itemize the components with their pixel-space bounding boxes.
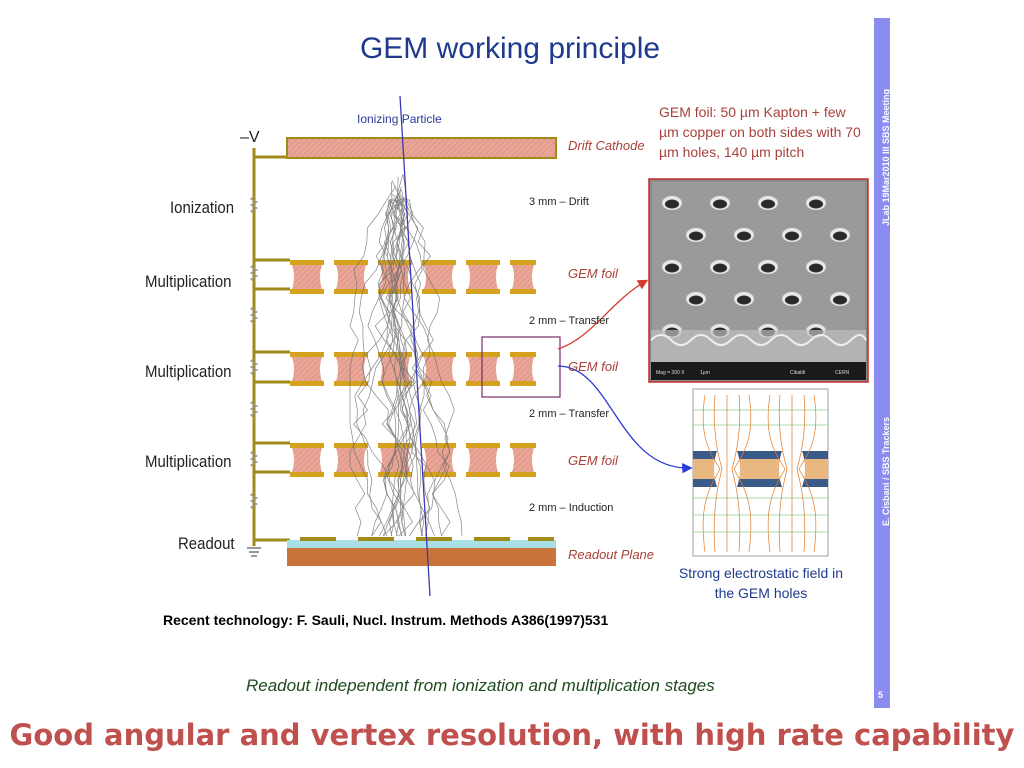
slide-page-number: 5: [878, 690, 884, 700]
headline-statement: Good angular and vertex resolution, with…: [9, 718, 1015, 752]
layer-label-gem-foil: GEM foil: [568, 266, 618, 281]
sem-scale-label: Cibaldi: [790, 370, 805, 376]
particle-label: Ionizing Particle: [357, 112, 442, 126]
layer-label-gem-foil: GEM foil: [568, 453, 618, 468]
ionizing-particle-track: [399, 95, 431, 597]
voltage-label: –V: [240, 129, 260, 146]
gem-foil-caption: GEM foil: 50 µm Kapton + few µm copper o…: [659, 104, 861, 160]
gap-label-transfer: 2 mm – Transfer: [529, 408, 610, 420]
sem-scale-label: Mag = 300 X: [656, 370, 685, 376]
ground-icon: [247, 547, 261, 557]
drift-cathode: [286, 137, 557, 159]
layer-label-drift-cathode: Drift Cathode: [568, 138, 645, 153]
sem-scale-label: CERN: [835, 370, 850, 376]
field-map: [692, 388, 829, 557]
readout-plane: [287, 537, 556, 566]
layer-label-readout-plane: Readout Plane: [568, 547, 655, 562]
slide-title: GEM working principle: [359, 32, 661, 65]
arrow-to-sem: [557, 279, 649, 350]
stage-label-multiplication: Multiplication: [145, 452, 232, 471]
arrow-to-field-map: [557, 365, 693, 474]
sem-micrograph: Mag = 300 X 1µm Cibaldi CERN: [648, 178, 869, 383]
gem-foil: [290, 352, 536, 386]
gem-foil: [290, 443, 536, 477]
layer-label-gem-foil: GEM foil: [568, 359, 618, 374]
voltage-resistors: [249, 195, 259, 511]
sidebar-strip: JLab 19Mar2010 III SBS Meeting E. Cisban…: [874, 18, 891, 708]
readout-note: Readout independent from ionization and …: [246, 676, 715, 695]
stage-label-multiplication: Multiplication: [145, 362, 232, 381]
gap-label-induction: 2 mm – Induction: [529, 502, 614, 514]
gap-label-drift: 3 mm – Drift: [529, 196, 589, 208]
stage-label-ionization: Ionization: [170, 198, 235, 217]
sem-scale-label: 1µm: [700, 370, 710, 376]
hole-highlight-box: [481, 336, 561, 398]
stage-label-readout: Readout: [178, 534, 235, 553]
reference-citation: Recent technology: F. Sauli, Nucl. Instr…: [163, 612, 609, 628]
gap-label-transfer: 2 mm – Transfer: [529, 315, 610, 327]
voltage-wire: [252, 148, 290, 546]
field-map-caption: Strong electrostatic field in the GEM ho…: [678, 565, 844, 601]
stage-label-multiplication: Multiplication: [145, 272, 232, 291]
